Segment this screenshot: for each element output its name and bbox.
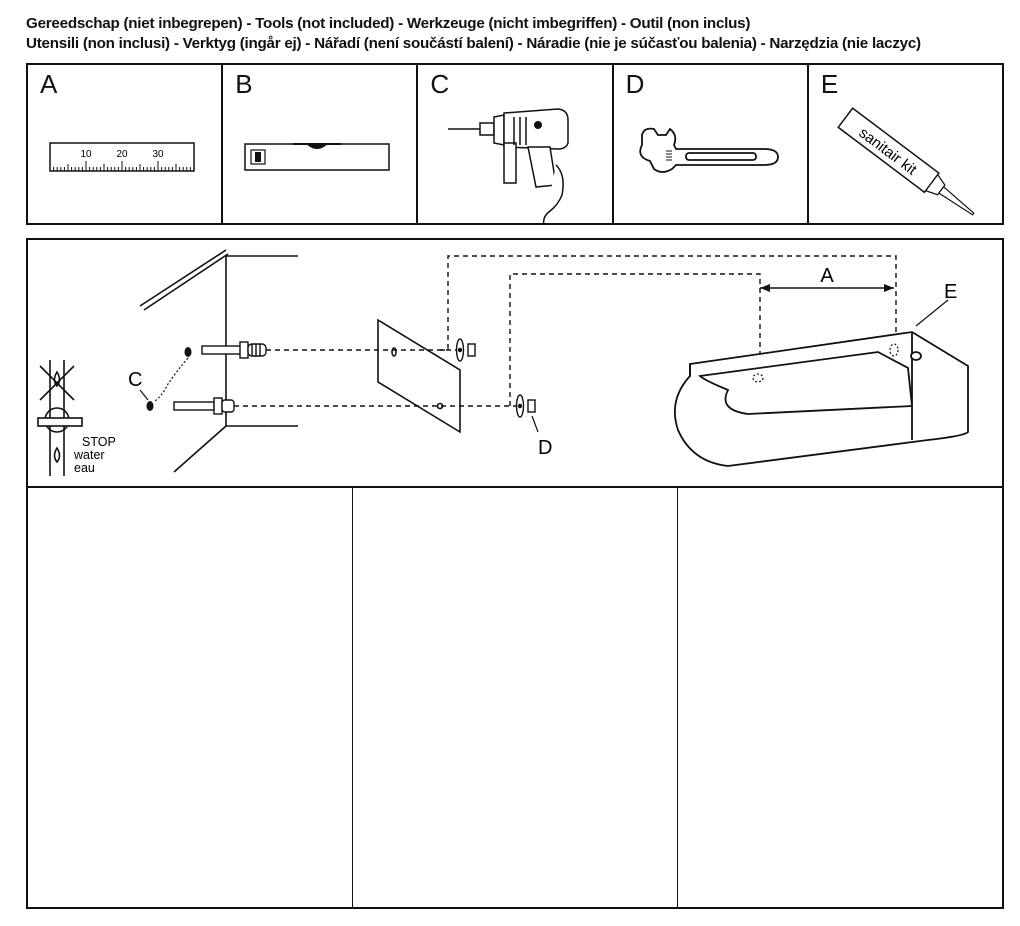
tools-header: Gereedschap (niet inbegrepen) - Tools (n… xyxy=(26,14,1016,54)
sealant-tube-icon: sanitair kit xyxy=(836,107,975,216)
step-panels xyxy=(26,486,1004,909)
stop-text: STOP xyxy=(82,435,116,449)
label-c: C xyxy=(128,369,142,391)
step-panel-3 xyxy=(678,488,1002,907)
tool-letter-a: A xyxy=(40,69,58,99)
tool-a: A 10 20 30 xyxy=(28,65,224,223)
washer-nut-upper-icon xyxy=(455,338,476,362)
wall-icon xyxy=(139,249,298,473)
drill-hole-upper xyxy=(184,347,192,357)
drill-icon xyxy=(448,108,570,223)
spirit-level-icon xyxy=(244,143,390,171)
upper-bolt-icon xyxy=(201,341,267,359)
water-text: water xyxy=(73,448,105,462)
header-line-2: Utensili (non inclusi) - Verktyg (ingår … xyxy=(26,35,921,52)
tools-row: A 10 20 30 B C xyxy=(26,63,1004,225)
eau-text: eau xyxy=(74,461,95,475)
header-line-1: Gereedschap (niet inbegrepen) - Tools (n… xyxy=(26,15,751,32)
label-e: E xyxy=(944,281,957,303)
label-d: D xyxy=(538,437,552,459)
mounting-diagram: STOP water eau C xyxy=(26,238,1004,488)
drill-hole-lower xyxy=(146,401,154,411)
tool-letter-d: D xyxy=(625,69,645,99)
tool-b: B xyxy=(223,65,419,223)
ruler-tick-10: 10 xyxy=(80,149,92,160)
wash-basin-icon xyxy=(674,331,969,467)
ruler-icon: 10 20 30 xyxy=(49,142,195,172)
step-panel-2 xyxy=(353,488,678,907)
tool-e: E sanitair kit xyxy=(809,65,1002,223)
tool-letter-b: B xyxy=(235,69,253,99)
tool-letter-c: C xyxy=(430,69,450,99)
washer-nut-lower-icon xyxy=(515,394,536,418)
tool-letter-e: E xyxy=(820,69,839,99)
stop-valve-icon xyxy=(37,360,83,476)
step-panel-1 xyxy=(28,488,353,907)
adjustable-wrench-icon xyxy=(638,127,779,173)
ruler-tick-20: 20 xyxy=(116,149,128,160)
mounting-bracket-icon xyxy=(377,318,461,434)
tool-c: C xyxy=(418,65,614,223)
mounting-diagram-svg: STOP water eau C xyxy=(37,249,969,476)
ruler-tick-30: 30 xyxy=(152,149,164,160)
tool-d: D xyxy=(614,65,809,223)
lower-bolt-icon xyxy=(173,397,235,415)
label-a: A xyxy=(820,265,834,287)
